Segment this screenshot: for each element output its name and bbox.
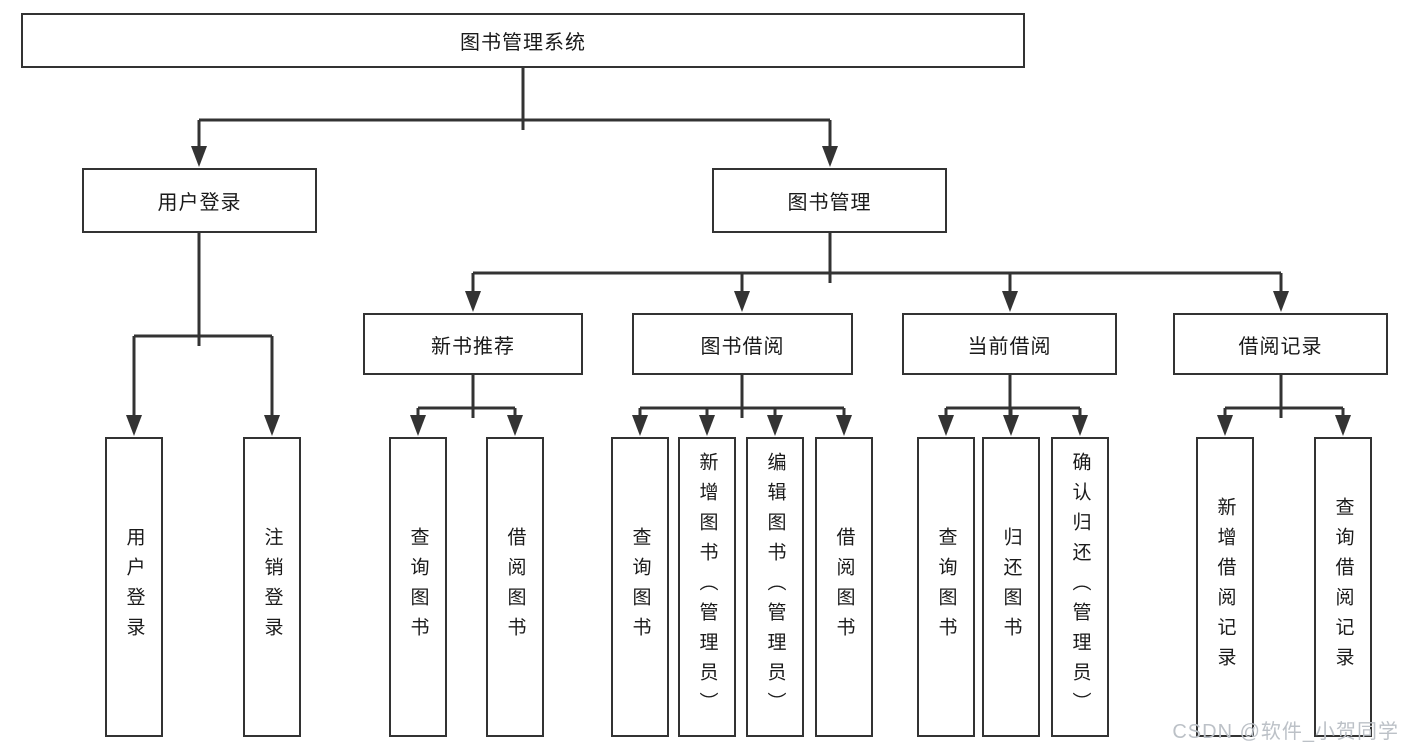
arrowhead-icon [734,291,750,312]
arrowhead-icon [767,415,783,436]
arrowhead-icon [632,415,648,436]
leaf-logout: 注销登录 [243,437,301,737]
leaf-br-add-record-label: 新增借阅记录 [1214,497,1236,677]
arrowhead-icon [938,415,954,436]
leaf-nb-borrow-book: 借阅图书 [486,437,544,737]
leaf-bb-query-book-label: 查询图书 [629,527,651,647]
node-borrow-record: 借阅记录 [1173,313,1388,375]
arrowhead-icon [191,146,207,167]
arrowhead-icon [1273,291,1289,312]
node-current-borrow-label: 当前借阅 [967,335,1052,358]
node-root-label: 图书管理系统 [460,32,586,54]
leaf-bb-borrow-book-label: 借阅图书 [833,527,855,647]
node-new-book-recommend-label: 新书推荐 [431,335,515,358]
node-current-borrow: 当前借阅 [902,313,1117,375]
arrowhead-icon [699,415,715,436]
leaf-nb-borrow-book-label: 借阅图书 [504,527,526,647]
node-book-management: 图书管理 [712,168,947,233]
leaf-user-login: 用户登录 [105,437,163,737]
leaf-cb-confirm-return-admin-label: 确认归还（管理员） [1069,452,1091,722]
arrowhead-icon [1072,415,1088,436]
node-book-borrow: 图书借阅 [632,313,853,375]
leaf-cb-query-book: 查询图书 [917,437,975,737]
leaf-cb-return-book: 归还图书 [982,437,1040,737]
leaf-br-add-record: 新增借阅记录 [1196,437,1254,737]
arrowhead-icon [822,146,838,167]
leaf-cb-confirm-return-admin: 确认归还（管理员） [1051,437,1109,737]
arrowhead-icon [264,415,280,436]
arrowhead-icon [126,415,142,436]
leaf-bb-borrow-book: 借阅图书 [815,437,873,737]
node-book-borrow-label: 图书借阅 [700,335,785,358]
leaf-user-login-label: 用户登录 [123,527,145,647]
arrowhead-icon [410,415,426,436]
node-root: 图书管理系统 [21,13,1025,68]
leaf-cb-return-book-label: 归还图书 [1000,527,1022,647]
node-borrow-record-label: 借阅记录 [1238,335,1323,358]
leaf-bb-query-book: 查询图书 [611,437,669,737]
node-book-management-label: 图书管理 [787,192,872,214]
leaf-bb-edit-book-admin: 编辑图书（管理员） [746,437,804,737]
arrowhead-icon [1002,291,1018,312]
leaf-br-query-record-label: 查询借阅记录 [1332,497,1354,677]
leaf-bb-add-book-admin: 新增图书（管理员） [678,437,736,737]
leaf-cb-query-book-label: 查询图书 [935,527,957,647]
leaf-nb-query-book-label: 查询图书 [407,527,429,647]
csdn-watermark: CSDN @软件_小贺同学 [1172,721,1399,743]
leaf-logout-label: 注销登录 [261,527,283,647]
arrowhead-icon [507,415,523,436]
leaf-br-query-record: 查询借阅记录 [1314,437,1372,737]
node-user-login: 用户登录 [82,168,317,233]
node-user-login-label: 用户登录 [157,192,242,214]
arrowhead-icon [836,415,852,436]
node-new-book-recommend: 新书推荐 [363,313,583,375]
arrowhead-icon [465,291,481,312]
leaf-bb-edit-book-admin-label: 编辑图书（管理员） [764,452,786,722]
arrowhead-icon [1003,415,1019,436]
leaf-nb-query-book: 查询图书 [389,437,447,737]
leaf-bb-add-book-admin-label: 新增图书（管理员） [696,452,718,722]
arrowhead-icon [1335,415,1351,436]
arrowhead-icon [1217,415,1233,436]
